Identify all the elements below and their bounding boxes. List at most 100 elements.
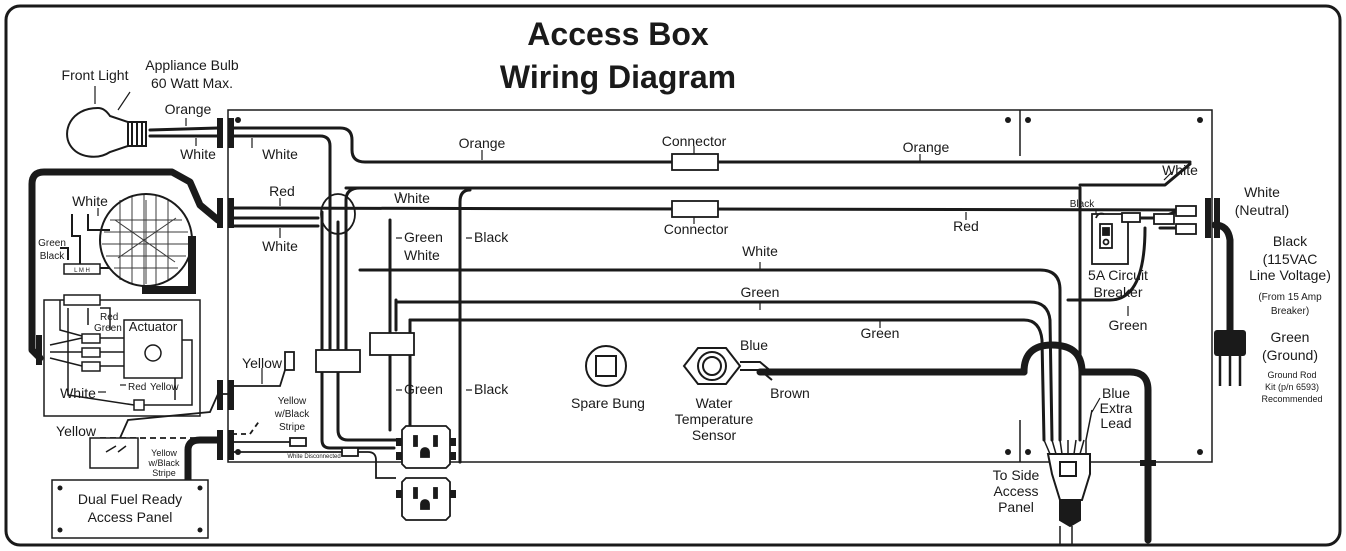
yellow-top-label: Yellow <box>242 355 283 371</box>
black-line-label-1: Black <box>1273 233 1308 249</box>
yellow-stripe-label-3: Stripe <box>279 422 306 433</box>
water-temperature-sensor <box>682 347 773 385</box>
side-panel-label-1: To Side <box>993 467 1040 483</box>
black-low-label: Black <box>474 381 509 397</box>
blue-extra-label-2: Extra <box>1100 400 1133 416</box>
connector-top-label: Connector <box>662 133 727 149</box>
labels: Front Light Appliance Bulb 60 Watt Max. … <box>38 57 1331 525</box>
yellow-wires <box>100 351 396 479</box>
water-temp-label-2: Temperature <box>675 411 754 427</box>
yellow-stripe-small-label-1: Yellow <box>151 448 177 458</box>
white-mid-label: White <box>394 190 430 206</box>
from-breaker-label-2: Breaker) <box>1271 306 1309 317</box>
dual-fuel-label-2: Access Panel <box>88 509 173 525</box>
wire-nut-right <box>369 332 415 356</box>
red-left-label: Red <box>269 183 295 199</box>
dual-fuel-label-1: Dual Fuel Ready <box>78 491 182 507</box>
green-ground-label-1: Green <box>1271 329 1310 345</box>
green-long2-label: Green <box>861 325 900 341</box>
water-temp-label-1: Water <box>696 395 733 411</box>
blue-label: Blue <box>740 337 768 353</box>
circuit-breaker <box>1091 212 1141 265</box>
connector-mid-label: Connector <box>664 221 729 237</box>
green-breaker-label: Green <box>1109 317 1148 333</box>
white-disconnected-label: White Disconnected <box>287 454 340 460</box>
actuator-wires <box>49 300 193 406</box>
spare-bung-label: Spare Bung <box>571 395 645 411</box>
top-orange-right-label: Orange <box>903 139 950 155</box>
yellow-stripe-label-2: w/Black <box>274 409 310 420</box>
yellow-left-label: Yellow <box>56 423 97 439</box>
white-left2-label: White <box>262 238 298 254</box>
act-yellow-label: Yellow <box>150 382 179 393</box>
wire-crossover-ring <box>320 193 356 235</box>
label-leaders <box>97 118 1173 413</box>
ground-rod-label-2: Kit (p/n 6593) <box>1265 382 1319 392</box>
fan-switch-letters: L M H <box>74 268 90 274</box>
bulb-white-label: White <box>180 146 216 162</box>
conduit-clamp <box>1140 460 1156 466</box>
yellow-switch-box <box>89 437 139 469</box>
title-line-2: Wiring Diagram <box>500 59 736 95</box>
power-plug <box>1214 330 1246 386</box>
black-line-label-2: (115VAC <box>1263 251 1318 267</box>
white-neutral-label-2: (Neutral) <box>1235 202 1289 218</box>
ground-rod-label-3: Recommended <box>1261 394 1322 404</box>
panel-screws <box>235 117 1203 455</box>
fan-black-label: Black <box>40 251 65 262</box>
green-low-label: Green <box>404 381 443 397</box>
side-panel-harness <box>1046 453 1091 528</box>
plug-inline-connectors <box>1153 205 1197 235</box>
act-red2-label: Red <box>128 382 146 393</box>
act-green-label: Green <box>94 323 122 334</box>
top-white-label: White <box>262 146 298 162</box>
title-line-1: Access Box <box>527 16 709 52</box>
actuator-box <box>43 294 201 417</box>
dual-fuel-screw-1 <box>57 485 63 491</box>
fan-green-label: Green <box>38 238 66 249</box>
outlet-terminals <box>396 438 456 498</box>
act-white-label: White <box>60 385 96 401</box>
connector-top <box>671 153 719 171</box>
act-red-label: Red <box>100 312 118 323</box>
wire-nut-left <box>315 349 361 373</box>
water-temp-label-3: Sensor <box>692 427 737 443</box>
top-orange-label: Orange <box>459 135 506 151</box>
dual-fuel-screw-2 <box>197 485 203 491</box>
brown-label: Brown <box>770 385 810 401</box>
harness-wire-bundle <box>1043 409 1093 545</box>
dual-fuel-screw-4 <box>197 527 203 533</box>
white-neutral-label-1: White <box>1244 184 1280 200</box>
white-vert-label: White <box>404 247 440 263</box>
breaker-label-2: Breaker <box>1093 284 1142 300</box>
white-long-label: White <box>742 243 778 259</box>
blue-extra-label-1: Blue <box>1102 385 1130 401</box>
outlet-lower <box>401 477 451 521</box>
white-right-label: White <box>1162 162 1198 178</box>
access-box-panel <box>227 109 1213 463</box>
actuator-label: Actuator <box>129 319 178 334</box>
appliance-bulb-leader <box>117 91 131 111</box>
ground-rod-label-1: Ground Rod <box>1267 370 1316 380</box>
fan-wires <box>60 214 110 269</box>
yellow-stripe-small-label-3: Stripe <box>152 468 176 478</box>
outlet-upper <box>401 425 451 469</box>
side-panel-label-2: Access <box>993 483 1038 499</box>
blower-fan <box>99 193 196 294</box>
spare-bung <box>585 345 627 387</box>
black-line-label-3: Line Voltage) <box>1249 267 1331 283</box>
wires <box>148 126 1192 464</box>
yellow-stripe-label-1: Yellow <box>278 396 307 407</box>
fan-white-label: White <box>72 193 108 209</box>
front-light-label: Front Light <box>62 67 129 83</box>
red-right-label: Red <box>953 218 979 234</box>
black-small-label: Black <box>1070 199 1095 210</box>
yellow-stripe-small-label-2: w/Black <box>147 458 180 468</box>
green-vert-label: Green <box>404 229 443 245</box>
green-long1-label: Green <box>741 284 780 300</box>
from-breaker-label-1: (From 15 Amp <box>1258 292 1322 303</box>
dual-fuel-screw-3 <box>57 527 63 533</box>
front-light-bulb <box>66 106 147 158</box>
dual-fuel-panel <box>51 479 209 539</box>
